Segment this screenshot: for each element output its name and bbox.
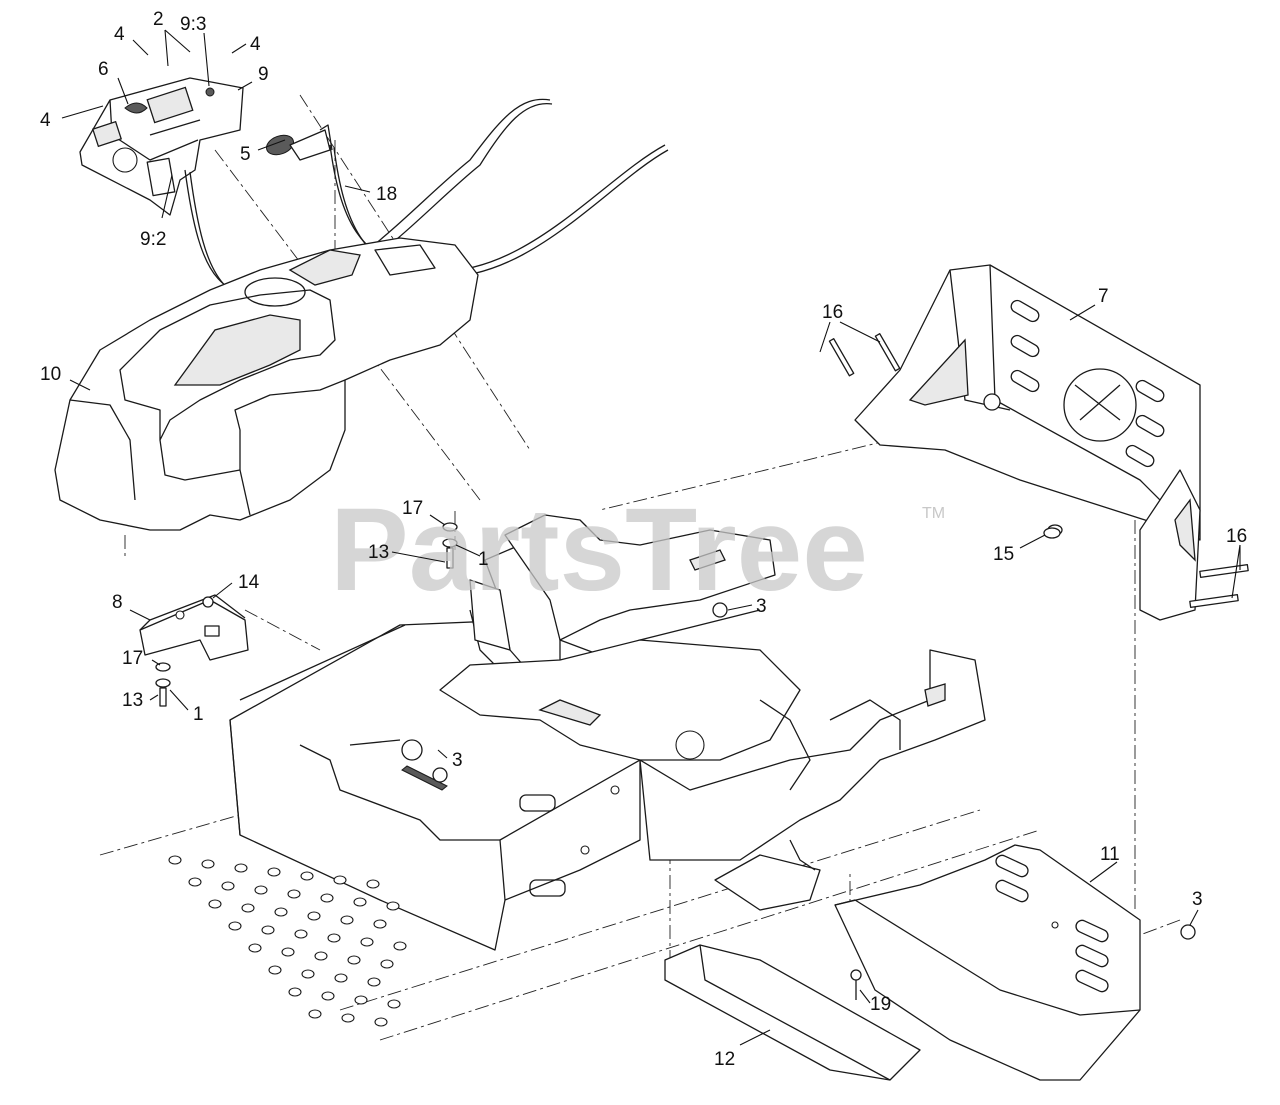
deck-hole [261, 925, 275, 935]
stud-part-15 [1043, 527, 1061, 539]
deck-hole [241, 903, 255, 913]
deck-hole [387, 999, 401, 1009]
callout-12: 12 [714, 1049, 735, 1070]
partstree-watermark: PartsTree TM [330, 484, 945, 616]
watermark-brand: PartsTree [330, 484, 868, 616]
deck-hole [228, 921, 242, 931]
bracket-part-8 [139, 594, 249, 661]
deck-hole [301, 969, 315, 979]
callout-16: 16 [1226, 526, 1247, 547]
deck-hole [380, 959, 394, 969]
plate-part-12 [664, 944, 921, 1081]
callout-16: 16 [822, 302, 843, 323]
deck-hole [188, 877, 202, 887]
deck-hole [281, 947, 295, 957]
deck-hole [341, 1013, 355, 1023]
deck-hole [354, 995, 368, 1005]
deck-hole [373, 919, 387, 929]
callout-leader-lines [61, 29, 1241, 1046]
callout-18: 18 [376, 184, 397, 205]
callout-1: 1 [193, 704, 204, 725]
deck-hole [334, 973, 348, 983]
deck-hole [294, 929, 308, 939]
deck-hole [386, 901, 400, 911]
deck-hole [360, 937, 374, 947]
deck-hole [374, 1017, 388, 1027]
deck-hole [254, 885, 268, 895]
mower-frame-chassis [229, 514, 986, 951]
callout-9-3: 9:3 [180, 14, 206, 35]
deck-hole [347, 955, 361, 965]
callout-9-2: 9:2 [140, 229, 166, 250]
lever-part-5 [265, 124, 333, 161]
callout-3: 3 [1192, 889, 1203, 910]
deck-floor-plate [168, 855, 407, 1027]
callout-4: 4 [114, 24, 125, 45]
callout-9: 9 [258, 64, 269, 85]
callout-3: 3 [756, 596, 767, 617]
deck-hole [366, 879, 380, 889]
callout-6: 6 [98, 59, 109, 80]
deck-hole [321, 991, 335, 1001]
callout-8: 8 [112, 592, 123, 613]
deck-hole [340, 915, 354, 925]
callout-13: 13 [368, 542, 389, 563]
deck-hole [288, 987, 302, 997]
callout-3: 3 [452, 750, 463, 771]
callout-17: 17 [402, 498, 423, 519]
fender-shroud-part-10 [54, 237, 479, 531]
deck-hole [300, 871, 314, 881]
deck-hole [268, 965, 282, 975]
foot-plate-part-11 [834, 844, 1141, 1081]
deck-hole [248, 943, 262, 953]
deck-hole [367, 977, 381, 987]
callout-13: 13 [122, 690, 143, 711]
callout-7: 7 [1098, 286, 1109, 307]
deck-hole [221, 881, 235, 891]
callout-5: 5 [240, 144, 251, 165]
callout-19: 19 [870, 994, 891, 1015]
watermark-trademark: TM [922, 505, 945, 522]
callout-1: 1 [478, 549, 489, 570]
deck-hole [168, 855, 182, 865]
callout-11: 11 [1100, 844, 1120, 865]
deck-hole [308, 1009, 322, 1019]
deck-hole [234, 863, 248, 873]
deck-hole [267, 867, 281, 877]
callout-14: 14 [238, 572, 260, 593]
callout-2: 2 [153, 9, 164, 30]
deck-hole [201, 859, 215, 869]
deck-hole [307, 911, 321, 921]
callout-4: 4 [40, 110, 51, 131]
deck-hole [327, 933, 341, 943]
deck-hole [274, 907, 288, 917]
callout-17: 17 [122, 648, 143, 669]
callout-15: 15 [993, 544, 1014, 565]
deck-hole [333, 875, 347, 885]
callout-10: 10 [40, 364, 61, 385]
deck-hole [353, 897, 367, 907]
callout-4: 4 [250, 34, 261, 55]
callout-labels: 4 4 2 9:3 4 6 9 9:2 5 18 10 8 14 17 13 1… [40, 9, 1247, 1070]
deck-hole [287, 889, 301, 899]
seat-pan-part-7 [854, 264, 1201, 621]
deck-hole [208, 899, 222, 909]
deck-hole [320, 893, 334, 903]
deck-hole [393, 941, 407, 951]
deck-hole [314, 951, 328, 961]
control-panel-part-9 [79, 77, 244, 216]
